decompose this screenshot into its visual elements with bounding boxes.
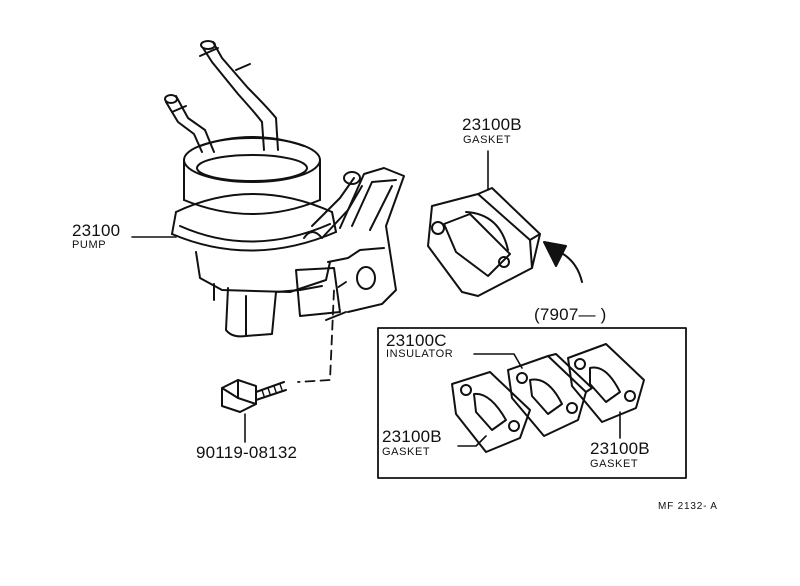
fuel-pump-illustration	[164, 40, 405, 338]
gasket-right-description: GASKET	[590, 458, 639, 470]
gasket-right-illustration	[567, 343, 645, 423]
bolt-alignment-line	[297, 281, 347, 383]
variant-box	[377, 327, 687, 479]
gasket-top-part-number: 23100B	[462, 115, 522, 134]
bolt-illustration	[221, 379, 287, 413]
insulator-part-number: 23100C	[386, 331, 447, 350]
gasket-left-illustration	[451, 371, 531, 453]
date-range: (7907— )	[534, 305, 607, 324]
insulator-illustration	[507, 353, 593, 437]
figure-code: MF 2132- A	[658, 501, 718, 512]
gasket-left-description: GASKET	[382, 446, 431, 458]
gasket-top-illustration	[427, 187, 541, 297]
bolt-part-number: 90119-08132	[196, 443, 298, 462]
insulator-description: INSULATOR	[386, 348, 454, 360]
pump-part-number: 23100	[72, 221, 121, 240]
gasket-top-description: GASKET	[463, 134, 512, 146]
gasket-left-part-number: 23100B	[382, 427, 442, 446]
gasket-right-part-number: 23100B	[590, 439, 650, 458]
pump-description: PUMP	[72, 239, 107, 251]
orientation-arrow	[543, 241, 583, 283]
leader-lines	[131, 150, 621, 447]
